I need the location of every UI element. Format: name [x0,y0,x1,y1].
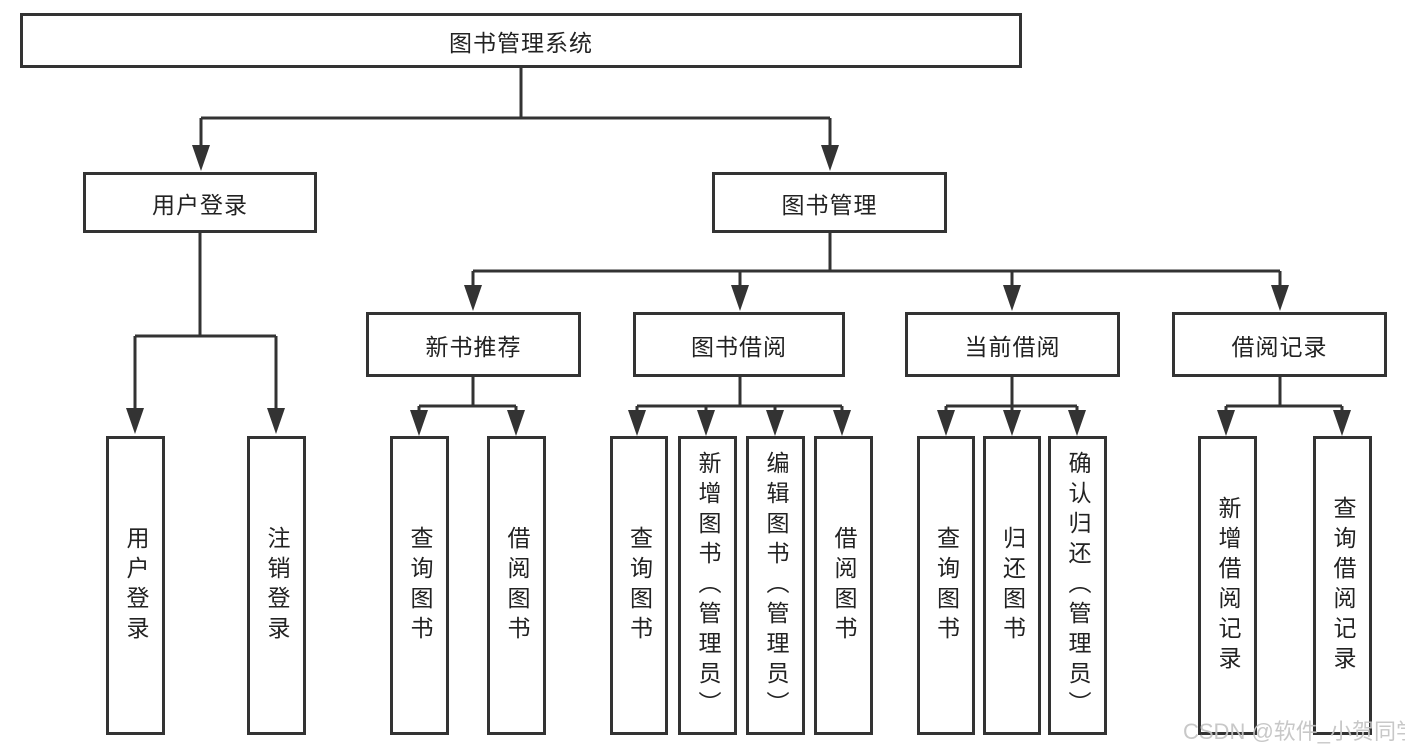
watermark: CSDN @软件_小贺同学 [1183,719,1405,744]
node-new-book-recommend: 新书推荐 [366,312,581,377]
leaf-borrowing-borrow-books: 借阅图书 [814,436,873,735]
leaf-current-query-books: 查询图书 [917,436,975,735]
leaf-borrowing-add-books-admin: 新增图书（管理员） [678,436,737,735]
leaf-user-login: 用户登录 [106,436,165,735]
leaf-records-query-borrow-record: 查询借阅记录 [1313,436,1372,735]
leaf-logout: 注销登录 [247,436,306,735]
leaf-current-query-books-label: 查询图书 [933,525,960,646]
leaf-current-return-books: 归还图书 [983,436,1041,735]
node-current-borrowing: 当前借阅 [905,312,1120,377]
leaf-logout-label: 注销登录 [264,525,290,646]
leaf-current-confirm-return-admin: 确认归还（管理员） [1048,436,1107,735]
node-user-login: 用户登录 [83,172,317,233]
leaf-user-login-label: 用户登录 [123,525,149,646]
leaf-borrowing-add-books-admin-label: 新增图书（管理员） [695,450,721,721]
leaf-records-query-borrow-record-label: 查询借阅记录 [1330,495,1356,676]
leaf-recommend-query-books-label: 查询图书 [407,525,433,646]
node-book-management: 图书管理 [712,172,947,233]
leaf-recommend-borrow-books-label: 借阅图书 [504,525,530,646]
node-borrowing-records: 借阅记录 [1172,312,1387,377]
leaf-current-return-books-label: 归还图书 [999,525,1026,646]
leaf-borrowing-query-books: 查询图书 [610,436,668,735]
leaf-records-add-borrow-record-label: 新增借阅记录 [1215,495,1241,676]
leaf-recommend-borrow-books: 借阅图书 [487,436,546,735]
node-root: 图书管理系统 [20,13,1022,68]
leaf-borrowing-borrow-books-label: 借阅图书 [831,525,857,646]
leaf-recommend-query-books: 查询图书 [390,436,449,735]
arrowheads [126,145,1351,436]
leaf-borrowing-query-books-label: 查询图书 [626,525,653,646]
node-book-borrowing: 图书借阅 [633,312,845,377]
leaf-records-add-borrow-record: 新增借阅记录 [1198,436,1257,735]
leaf-borrowing-edit-books-admin: 编辑图书（管理员） [746,436,805,735]
leaf-current-confirm-return-admin-label: 确认归还（管理员） [1065,450,1091,721]
leaf-borrowing-edit-books-admin-label: 编辑图书（管理员） [763,450,789,721]
